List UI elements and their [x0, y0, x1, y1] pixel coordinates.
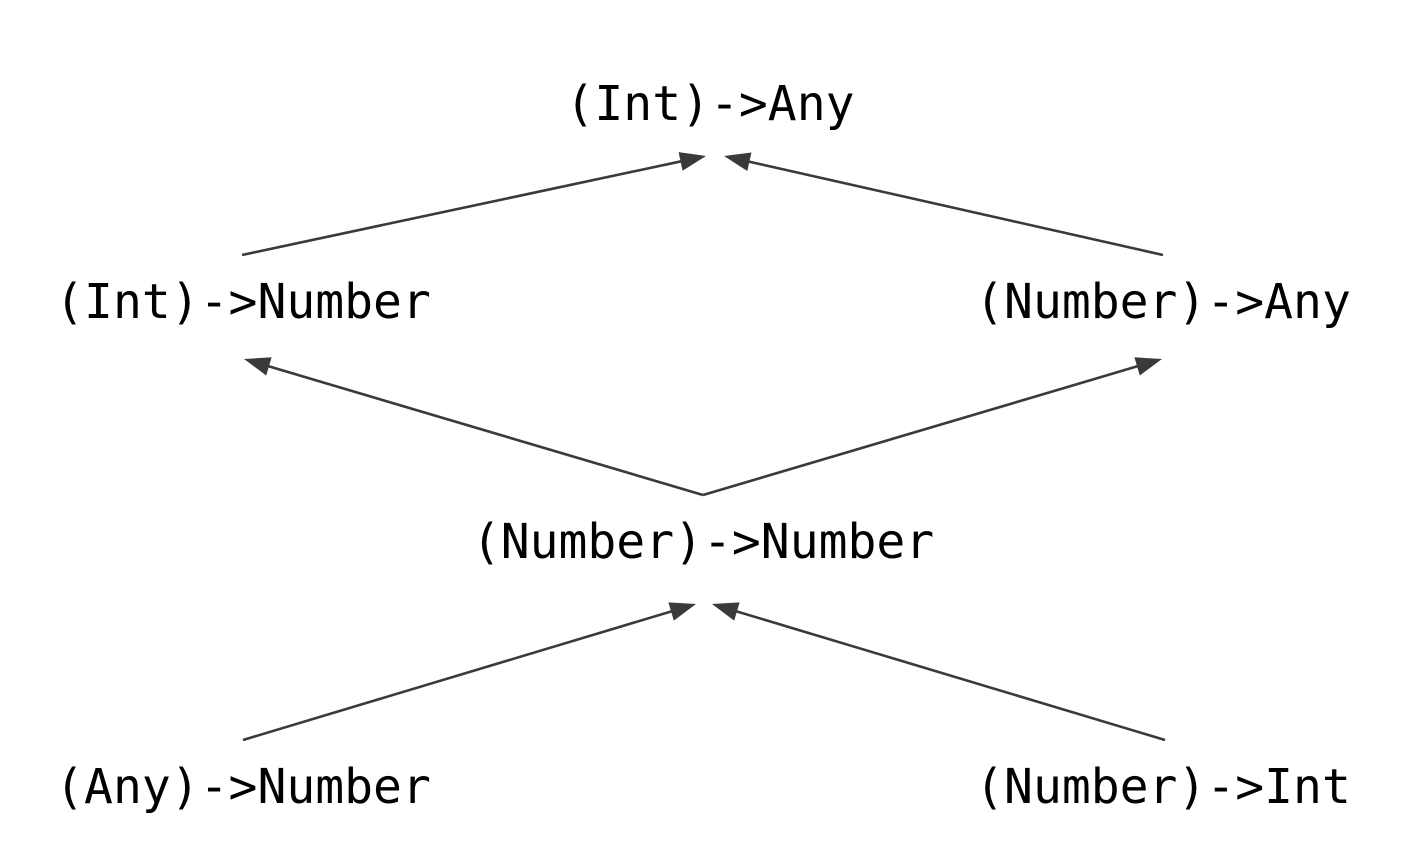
node-label-number-any: (Number)->Any	[975, 274, 1351, 330]
edge-line-int_number-to-int_any	[241, 158, 687, 257]
arrowhead-icon-number_any-to-int_any	[724, 152, 752, 171]
edge-line-any_number-to-number_number	[242, 608, 678, 742]
edges-group	[241, 152, 1166, 742]
nodes-group: (Int)->Any (Int)->Number (Number)->Any (…	[55, 76, 1351, 815]
edge-line-number_any-to-int_any	[743, 159, 1164, 257]
node-label-int-any: (Int)->Any	[566, 76, 855, 132]
node-label-int-number: (Int)->Number	[55, 274, 431, 330]
arrowhead-icon-int_number-to-int_any	[678, 152, 706, 171]
node-label-number-number: (Number)->Number	[472, 514, 934, 570]
node-label-any-number: (Any)->Number	[55, 759, 431, 815]
arrowhead-icon-number_number-to-int_number	[244, 357, 272, 376]
arrowhead-icon-number_int-to-number_number	[712, 602, 740, 621]
edge-line-number_number-to-int_number	[262, 363, 704, 497]
edge-line-number_number-to-number_any	[702, 363, 1144, 497]
edge-line-number_int-to-number_number	[730, 608, 1166, 742]
arrowhead-icon-any_number-to-number_number	[668, 602, 696, 621]
arrowhead-icon-number_number-to-number_any	[1134, 357, 1162, 376]
node-label-number-int: (Number)->Int	[975, 759, 1351, 815]
